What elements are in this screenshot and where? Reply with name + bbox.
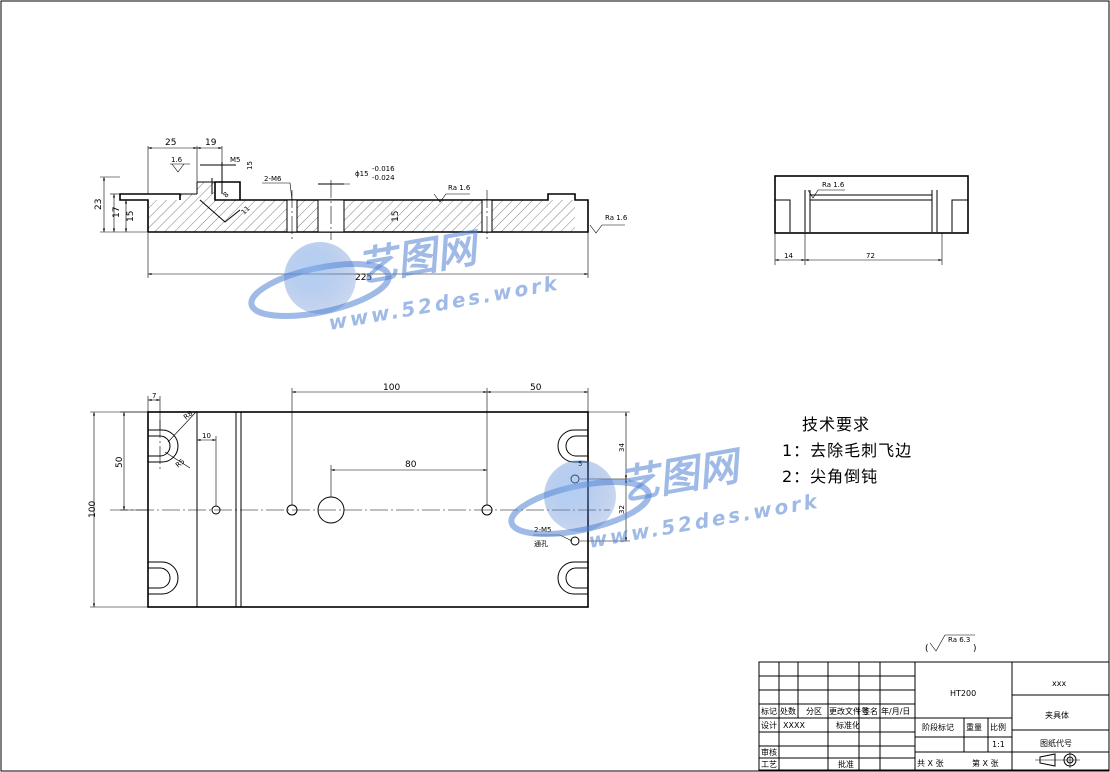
svg-text:): ) [973, 644, 977, 654]
tb-part-name: 夹具体 [1045, 710, 1069, 720]
side-dim-72: 72 [866, 252, 875, 260]
front-hatch [148, 182, 575, 232]
dim-15c: 15 [391, 211, 401, 222]
tb-review: 审核 [761, 747, 777, 757]
tb-stage: 阶段标记 [922, 722, 954, 732]
tech-item-1: 1：去除毛刺飞边 [782, 441, 912, 460]
tb-date: 年/月/日 [881, 706, 910, 716]
watermark-1: 艺图网 www.52des.work [248, 225, 562, 335]
dim-11: 11 [240, 204, 252, 216]
dim-17: 17 [112, 207, 122, 218]
dim-23: 23 [94, 199, 104, 210]
tb-sheets-total: 共 X 张 [917, 759, 944, 768]
dim-19: 19 [205, 138, 217, 148]
top-dim-10: 10 [202, 432, 211, 440]
tb-scale: 1:1 [992, 740, 1005, 749]
title-block: 标记 处数 分区 更改文件号 签名 年/月/日 设计 XXXX 标准化 审核 工… [758, 661, 1110, 771]
front-outline [119, 181, 589, 233]
top-dim-100v: 100 [88, 501, 98, 518]
tb-mark: 标记 [761, 706, 777, 716]
tb-process: 工艺 [761, 760, 777, 769]
tb-sign: 签名 [862, 706, 878, 716]
dim-15b: 15 [246, 161, 254, 170]
watermark-2: 艺图网 www.52des.work [508, 443, 822, 553]
dim-8: 8 [222, 191, 231, 200]
dim-25: 25 [165, 138, 176, 148]
tb-doc: 更改文件号 [829, 706, 869, 716]
tol-upper: -0.016 [372, 165, 395, 173]
dim-15: 15 [126, 211, 136, 222]
top-dim-32: 32 [618, 505, 626, 514]
side-view: Ra 1.6 14 72 [774, 175, 969, 265]
top-dim-7: 7 [152, 392, 156, 400]
roughness-1-6: 1.6 [171, 156, 183, 164]
roughness-ra1-6-top: Ra 1.6 [448, 184, 471, 192]
dim-m5: M5 [230, 156, 241, 164]
top-dim-100: 100 [383, 383, 400, 393]
tech-item-2: 2：尖角倒钝 [782, 467, 878, 486]
top-dim-50: 50 [115, 456, 125, 468]
global-roughness-value: Ra 6.3 [948, 636, 970, 644]
thread-2-m6: 2-M6 [264, 175, 282, 183]
tb-count: 处数 [780, 706, 796, 716]
dim-225: 225 [355, 273, 372, 283]
tb-designer: XXXX [783, 721, 805, 730]
roughness-ra1-6-right: Ra 1.6 [605, 214, 628, 222]
tb-company: xxx [1052, 679, 1066, 688]
tb-approve: 批准 [838, 759, 854, 769]
tb-std: 标准化 [836, 720, 860, 730]
top-dim-34: 34 [618, 443, 626, 452]
watermark-2-cn: 艺图网 [616, 443, 748, 510]
svg-text:(: ( [925, 644, 929, 654]
top-dim-80: 80 [405, 460, 417, 470]
watermark-1-cn: 艺图网 [354, 225, 486, 292]
tb-design: 设计 [761, 720, 777, 730]
top-thread-2-m5: 2-M5 [534, 526, 551, 534]
side-dim-14: 14 [784, 252, 793, 260]
tol-lower: -0.024 [372, 174, 395, 182]
top-dim-50b: 50 [530, 383, 542, 393]
technical-requirements: 技术要求 1：去除毛刺飞边 2：尖角倒钝 [782, 415, 912, 486]
global-roughness: ( Ra 6.3 ) [925, 634, 977, 654]
tb-ratio: 比例 [990, 722, 1006, 732]
projection-symbol-icon [1035, 752, 1080, 768]
tb-zone: 分区 [806, 707, 822, 716]
tb-weight: 重量 [966, 722, 982, 732]
tb-drawing-no: 图纸代号 [1040, 738, 1072, 748]
front-view: 25 19 23 17 15 225 1.6 M5 15 8 11 2-M6 ϕ… [94, 138, 628, 283]
tb-sheet-no: 第 X 张 [972, 758, 999, 768]
side-roughness: Ra 1.6 [822, 181, 845, 189]
dim-phi15: ϕ15 [355, 170, 369, 178]
top-thru: 通孔 [534, 539, 548, 548]
tech-title: 技术要求 [802, 415, 870, 434]
tb-material: HT200 [950, 689, 976, 698]
